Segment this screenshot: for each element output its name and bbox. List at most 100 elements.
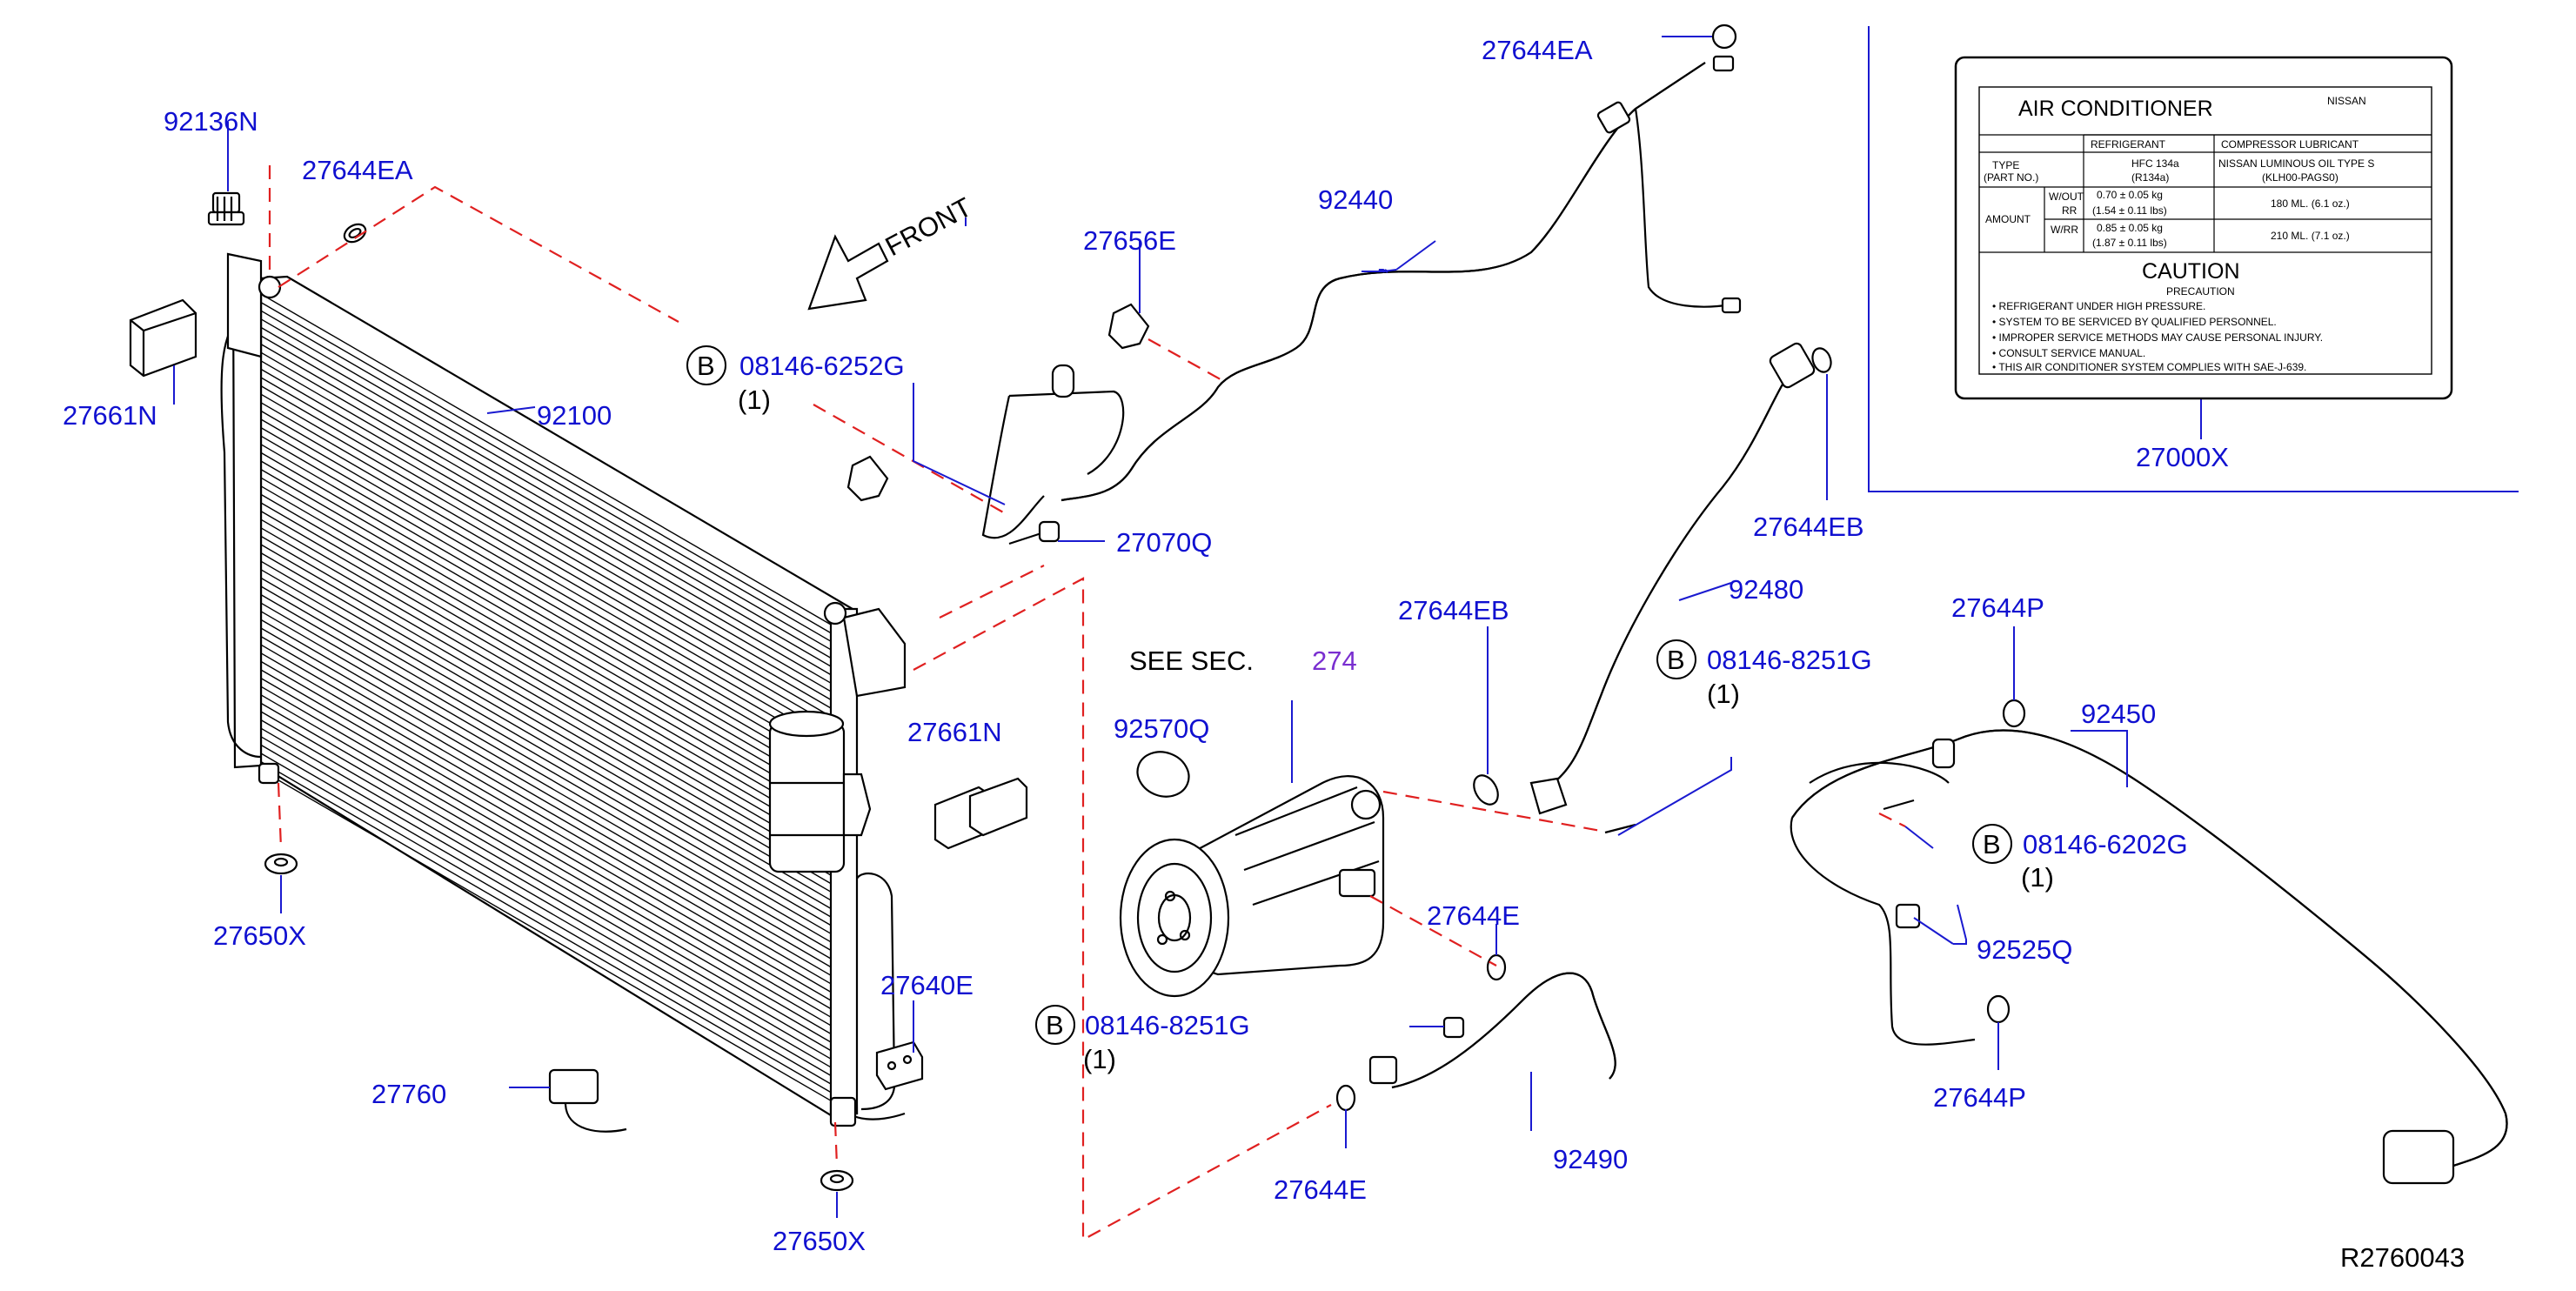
card-line-2: • SYSTEM TO BE SERVICED BY QUALIFIED PER… bbox=[1992, 316, 2277, 328]
bolt-27070Q bbox=[1008, 520, 1061, 545]
card-wrr: W/RR bbox=[2051, 224, 2078, 236]
condenser-fin bbox=[260, 736, 832, 1068]
card-type: TYPE bbox=[1992, 159, 2019, 171]
callout-92100: 92100 bbox=[537, 400, 612, 431]
qty-08146-8251G-bottom: (1) bbox=[1083, 1044, 1116, 1074]
card-wout-kg: 0.70 ± 0.05 kg bbox=[2097, 189, 2163, 201]
callout-92450: 92450 bbox=[2081, 699, 2156, 729]
condenser-fin bbox=[260, 719, 832, 1052]
bolt-compressor bbox=[1604, 823, 1636, 834]
card-wout-lbs: (1.54 ± 0.11 lbs) bbox=[2092, 204, 2167, 217]
label-card-27000X: AIR CONDITIONER NISSAN REFRIGERANT COMPR… bbox=[1954, 56, 2453, 400]
condenser-fin bbox=[260, 343, 832, 676]
callout-27661N-left: 27661N bbox=[63, 400, 157, 431]
condenser-fin bbox=[260, 493, 832, 826]
callout-27644P-bottom: 27644P bbox=[1933, 1082, 2026, 1113]
condenser-fin bbox=[260, 510, 832, 843]
callout-92490: 92490 bbox=[1553, 1144, 1628, 1174]
oring-27644E-bottom bbox=[1335, 1084, 1356, 1112]
diagram-ref-code: R2760043 bbox=[2340, 1242, 2465, 1273]
insulator-27650X-bottom bbox=[820, 1169, 854, 1192]
condenser-fin bbox=[260, 635, 832, 968]
condenser-fin bbox=[260, 753, 832, 1085]
condenser-fin bbox=[260, 444, 832, 776]
oring-27644P-top bbox=[2002, 699, 2026, 728]
condenser-fin bbox=[260, 560, 832, 893]
condenser-fin bbox=[260, 577, 832, 910]
callout-27644EA-left: 27644EA bbox=[302, 155, 413, 185]
svg-text:B: B bbox=[1667, 645, 1685, 675]
condenser-fin bbox=[260, 744, 832, 1077]
condenser-fin bbox=[260, 677, 832, 1010]
see-section-link[interactable]: 274 bbox=[1312, 646, 1357, 676]
condenser-fin bbox=[260, 535, 832, 868]
condenser-fin bbox=[260, 460, 832, 793]
card-wrr-oil: 210 ML. (7.1 oz.) bbox=[2271, 230, 2350, 242]
condenser-fin bbox=[260, 627, 832, 960]
svg-text:B: B bbox=[1046, 1010, 1064, 1040]
card-hdr-compressor: COMPRESSOR LUBRICANT bbox=[2221, 138, 2359, 151]
callout-08146-6202G: 08146-6202G bbox=[2023, 829, 2188, 860]
callout-92525Q: 92525Q bbox=[1977, 934, 2072, 965]
condenser-fin bbox=[260, 351, 832, 684]
oring-27644EB-top bbox=[1811, 347, 1832, 373]
bolt-right bbox=[1883, 799, 1915, 811]
card-rr: RR bbox=[2062, 204, 2078, 217]
pad-27661N-right bbox=[933, 777, 1028, 850]
callout-27644P-top: 27644P bbox=[1951, 592, 2044, 623]
insulator-27650X-top bbox=[264, 853, 298, 875]
qty-08146-6252G: (1) bbox=[738, 385, 771, 415]
condenser-fin bbox=[260, 293, 832, 625]
front-label: FRONT bbox=[880, 191, 977, 262]
callout-08146-6252G: 08146-6252G bbox=[739, 351, 905, 381]
card-line-5: • THIS AIR CONDITIONER SYSTEM COMPLIES W… bbox=[1992, 361, 2306, 373]
condenser-fin bbox=[260, 593, 832, 926]
condenser-fin bbox=[260, 368, 832, 701]
pipe-92490 bbox=[1368, 972, 1616, 1089]
callout-27644EA-top: 27644EA bbox=[1482, 35, 1593, 65]
condenser-fin bbox=[260, 669, 832, 1001]
condenser-fin bbox=[260, 410, 832, 743]
card-part-no: (PART NO.) bbox=[1984, 171, 2038, 184]
pad-27661N-left bbox=[129, 298, 197, 378]
condenser-fin bbox=[260, 502, 832, 834]
condenser-fin bbox=[260, 702, 832, 1035]
bolt-marker-2: B bbox=[1656, 639, 1696, 679]
callout-92570Q: 92570Q bbox=[1114, 713, 1209, 744]
condenser-fin bbox=[260, 318, 832, 651]
condenser-fin bbox=[260, 477, 832, 809]
callout-27000X: 27000X bbox=[2136, 442, 2229, 472]
condenser-92100 bbox=[220, 252, 907, 1127]
condenser-fin bbox=[260, 402, 832, 734]
card-title: AIR CONDITIONER bbox=[2018, 97, 2213, 121]
card-wrr-kg: 0.85 ± 0.05 kg bbox=[2097, 222, 2163, 234]
callout-27650X-left: 27650X bbox=[213, 920, 306, 951]
callout-92440: 92440 bbox=[1318, 184, 1393, 215]
condenser-fin bbox=[260, 686, 832, 1018]
card-wrr-lbs: (1.87 ± 0.11 lbs) bbox=[2092, 237, 2167, 249]
svg-text:B: B bbox=[697, 351, 715, 381]
condenser-fin bbox=[260, 619, 832, 952]
condenser-fin bbox=[260, 310, 832, 642]
callout-27760: 27760 bbox=[371, 1079, 446, 1109]
condenser-fin bbox=[260, 485, 832, 818]
leader-lines bbox=[173, 26, 2519, 1218]
oring-27644P-bottom bbox=[1986, 994, 2011, 1024]
card-refrigerant-type: HFC 134a bbox=[2131, 157, 2179, 170]
condenser-fin bbox=[260, 418, 832, 751]
oring-27644EA-left bbox=[343, 223, 367, 244]
assembly-lines bbox=[268, 165, 1906, 1241]
callout-27650X-bottom: 27650X bbox=[773, 1226, 866, 1256]
callout-27640E: 27640E bbox=[880, 970, 974, 1000]
pipe-92440 bbox=[981, 23, 1742, 539]
card-brand: NISSAN bbox=[2327, 95, 2366, 107]
oring-27644EB-left bbox=[1473, 774, 1499, 806]
pressure-sensor-92136N bbox=[207, 191, 245, 226]
callout-92136N: 92136N bbox=[164, 106, 258, 137]
callout-27644E-top: 27644E bbox=[1427, 900, 1520, 931]
condenser-fin bbox=[260, 527, 832, 860]
pipe-92450 bbox=[1790, 729, 2508, 1185]
card-hdr-refrigerant: REFRIGERANT bbox=[2091, 138, 2166, 151]
bracket-27640E bbox=[875, 1040, 924, 1091]
